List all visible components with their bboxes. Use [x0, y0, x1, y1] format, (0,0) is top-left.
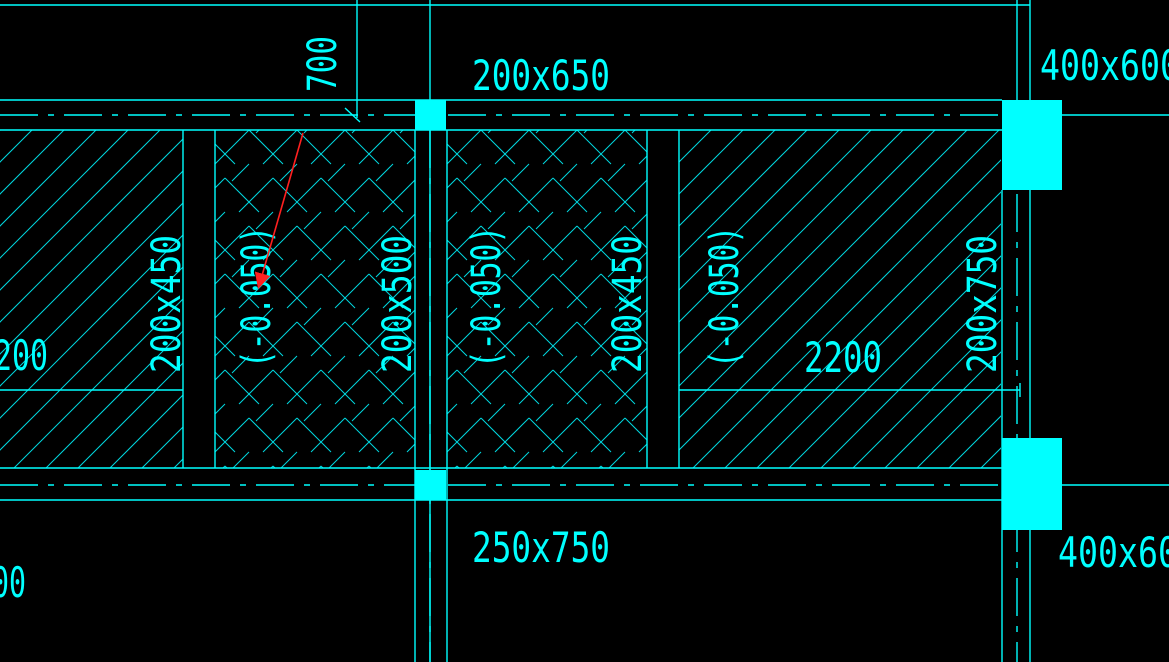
column-top-mid [415, 100, 446, 130]
annotations: 200x650 250x750 400x600 400x600 200 00 2… [0, 36, 1169, 607]
beam-centerlines [0, 114, 1018, 662]
beam-label-v3: 200x450 [605, 235, 651, 373]
column-label-bottom-right: 400x600 [1058, 528, 1169, 577]
span-label-bottom-left: 00 [0, 558, 26, 607]
span-label-left: 200 [0, 331, 48, 380]
elevation-label-2: (-0.050) [464, 226, 510, 368]
elevation-label-1: (-0.050) [234, 226, 280, 368]
elevation-label-3: (-0.050) [702, 226, 748, 368]
beam-label-v1: 200x450 [144, 235, 190, 373]
slab-hatching [0, 130, 1001, 468]
beam-label-v4: 200x750 [960, 235, 1006, 373]
span-label-2200: 2200 [804, 333, 882, 382]
dimension-700: 700 [300, 36, 346, 92]
slab-hatch-c [447, 130, 647, 468]
slab-hatch-d [679, 130, 1001, 468]
column-bottom-right [1002, 438, 1062, 530]
column-bottom-mid [415, 470, 446, 500]
beam-label-top: 200x650 [472, 51, 610, 100]
slab-hatch-b [215, 130, 415, 468]
column-label-top-right: 400x600 [1040, 41, 1169, 90]
slab-hatch-a [0, 130, 183, 468]
red-arrow-icon [254, 132, 304, 290]
column-top-right [1002, 100, 1062, 190]
columns [415, 100, 1062, 530]
beam-label-v2: 200x500 [375, 235, 421, 373]
beam-label-bottom: 250x750 [472, 523, 610, 572]
